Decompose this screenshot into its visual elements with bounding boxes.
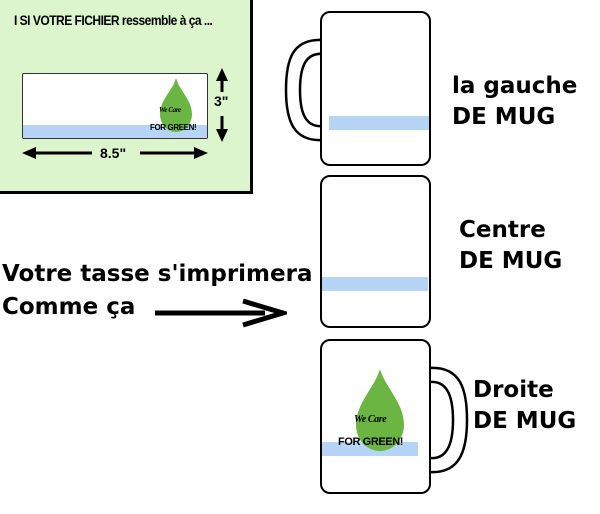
mug-center-band bbox=[322, 277, 428, 291]
width-arrow-icon bbox=[22, 147, 208, 159]
label-center-line1: Centre bbox=[459, 217, 546, 243]
label-right-line2: DE MUG bbox=[473, 408, 577, 434]
height-label: 3" bbox=[214, 93, 229, 109]
mug-left-band bbox=[329, 116, 429, 130]
label-center-line2: DE MUG bbox=[459, 248, 563, 274]
logo-text-top: We Care bbox=[354, 414, 387, 425]
height-arrow-icon bbox=[216, 68, 228, 142]
mug-center bbox=[320, 175, 431, 328]
logo-text-bottom: FOR GREEN! bbox=[150, 123, 197, 132]
label-left: la gauche DE MUG bbox=[452, 71, 577, 133]
label-center: Centre DE MUG bbox=[459, 215, 562, 277]
logo-text-top: We Care bbox=[159, 106, 181, 114]
width-label: 8.5" bbox=[100, 145, 127, 161]
label-left-line1: la gauche bbox=[452, 73, 578, 99]
panel-title: I SI VOTRE FICHIER ressemble à ça ... bbox=[14, 12, 213, 28]
leaf-logo-icon bbox=[160, 78, 192, 132]
file-preview-band bbox=[23, 125, 207, 138]
print-explanation: Votre tasse s'imprimera Comme ça bbox=[2, 258, 313, 324]
mug-left bbox=[320, 11, 431, 166]
leaf-logo-icon bbox=[356, 369, 404, 451]
label-right: Droite DE MUG bbox=[473, 375, 576, 437]
file-preview: We Care FOR GREEN! bbox=[22, 73, 208, 139]
label-left-line2: DE MUG bbox=[452, 104, 556, 130]
label-right-line1: Droite bbox=[473, 377, 554, 403]
mug-right: We Care FOR GREEN! bbox=[320, 339, 431, 494]
logo-text-bottom: FOR GREEN! bbox=[338, 436, 404, 448]
arrow-right-icon bbox=[155, 298, 287, 328]
print-explanation-line2: Comme ça bbox=[2, 294, 136, 320]
print-explanation-line1: Votre tasse s'imprimera bbox=[2, 261, 313, 287]
